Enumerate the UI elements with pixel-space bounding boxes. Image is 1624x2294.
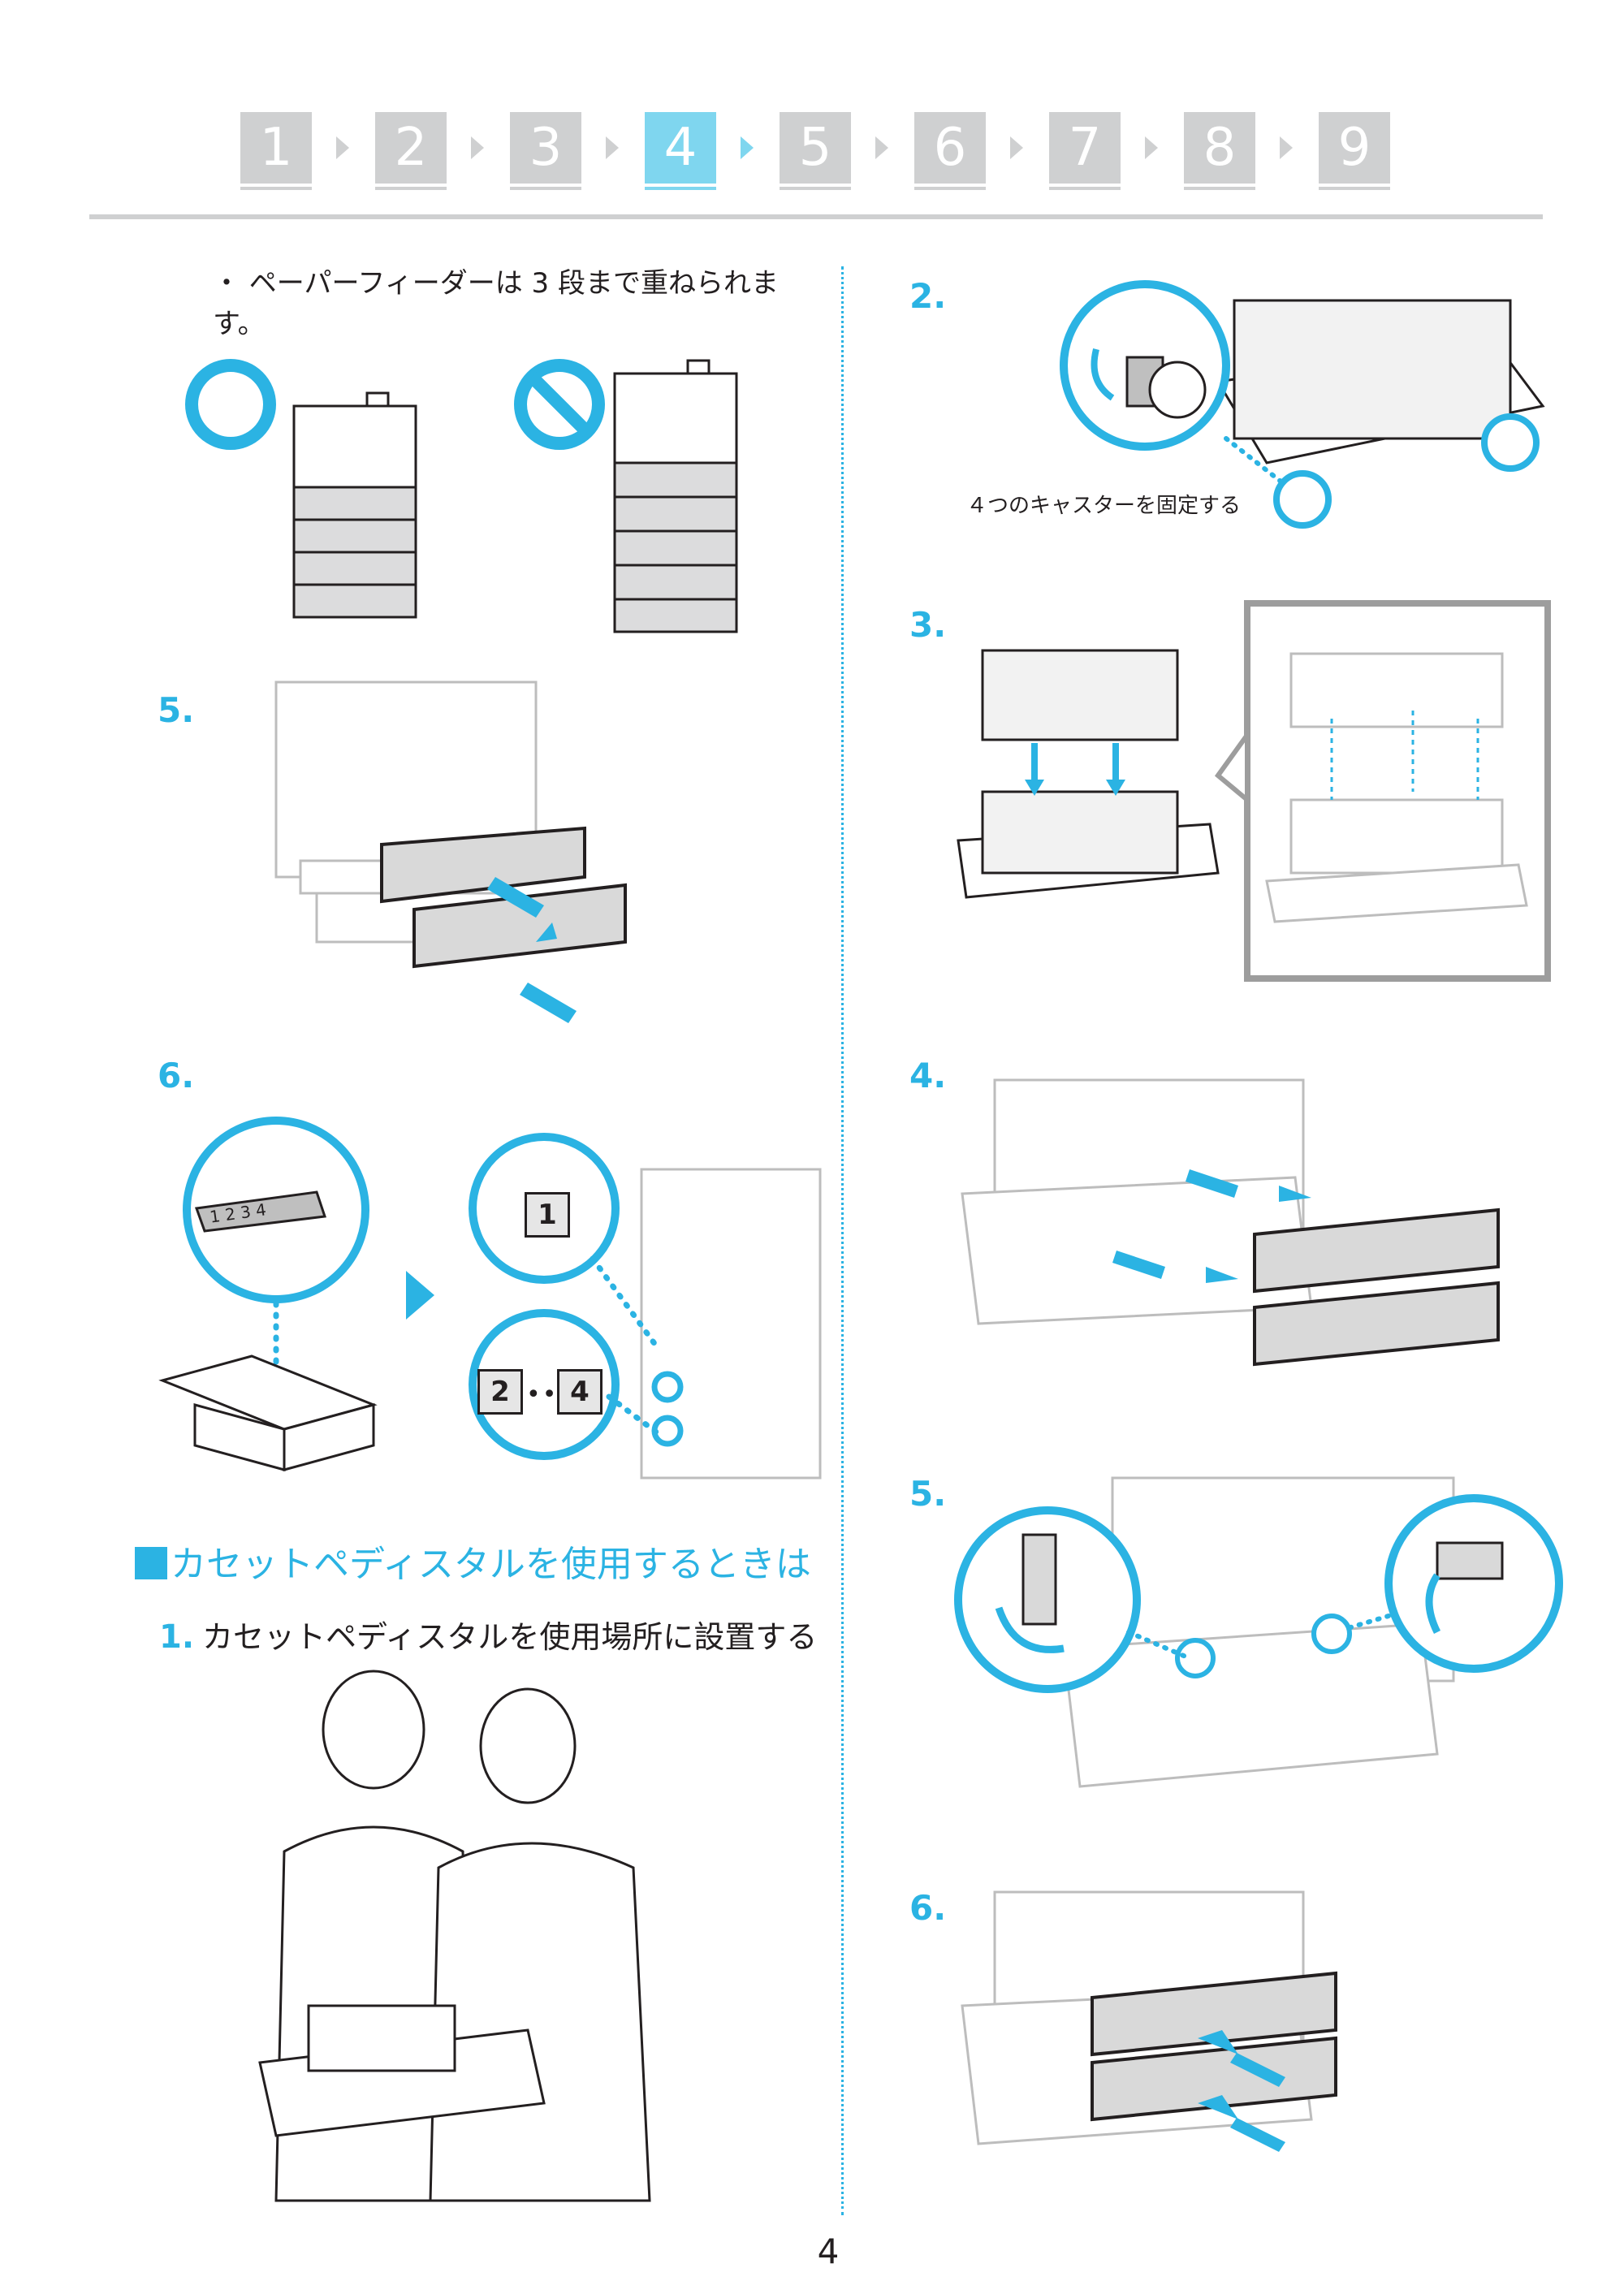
nav-arrow-icon bbox=[336, 136, 349, 159]
nav-step-6[interactable]: 6 bbox=[914, 112, 986, 190]
step-number: 5. bbox=[909, 1474, 947, 1514]
insert-drawers-illustration bbox=[274, 680, 627, 1023]
nav-step-2[interactable]: 2 bbox=[375, 112, 447, 190]
stack-feeder-illustration bbox=[957, 600, 1551, 982]
step-number: 6. bbox=[158, 1056, 195, 1095]
step-number: 2. bbox=[909, 276, 947, 316]
step-number: 4. bbox=[909, 1056, 947, 1095]
step-navigation: 1 2 3 4 5 6 7 8 9 bbox=[240, 112, 1390, 190]
stacking-note: ・ ペーパーフィーダーは 3 段まで重ねられま す。 bbox=[213, 267, 779, 340]
nav-step-4-current[interactable]: 4 bbox=[645, 112, 716, 190]
stacking-ng-illustration bbox=[514, 359, 738, 633]
substep-1: 1.カセットペディスタルを使用場所に設置する bbox=[159, 1618, 818, 1656]
lock-casters-illustration bbox=[1060, 280, 1545, 529]
nav-arrow-icon bbox=[471, 136, 484, 159]
nav-step-5[interactable]: 5 bbox=[780, 112, 851, 190]
label-1: 1 bbox=[525, 1192, 570, 1238]
lock-levers-illustration bbox=[954, 1476, 1563, 1788]
step-number: 5. bbox=[158, 690, 195, 730]
nav-arrow-icon bbox=[1280, 136, 1293, 159]
step-number: 6. bbox=[909, 1888, 947, 1928]
nav-step-3[interactable]: 3 bbox=[510, 112, 581, 190]
label-2: 2 bbox=[477, 1369, 523, 1415]
label-range-dots: •• bbox=[526, 1380, 559, 1409]
step-number: 3. bbox=[909, 605, 947, 645]
page-number: 4 bbox=[817, 2231, 840, 2271]
nav-step-8[interactable]: 8 bbox=[1184, 112, 1255, 190]
caster-caption: ４つのキャスターを固定する bbox=[966, 494, 1242, 518]
section-heading: カセットペディスタルを使用するときは bbox=[135, 1535, 811, 1587]
stacking-ok-illustration bbox=[185, 359, 417, 619]
reinsert-drawers-illustration bbox=[961, 1890, 1337, 2152]
nav-step-7[interactable]: 7 bbox=[1049, 112, 1121, 190]
column-divider bbox=[841, 266, 844, 2215]
nav-step-1[interactable]: 1 bbox=[240, 112, 312, 190]
header-rule bbox=[89, 214, 1543, 219]
nav-arrow-icon bbox=[1145, 136, 1158, 159]
nav-step-9[interactable]: 9 bbox=[1319, 112, 1390, 190]
label-4: 4 bbox=[557, 1369, 603, 1415]
heading-square-icon bbox=[135, 1547, 167, 1579]
nav-arrow-icon bbox=[875, 136, 888, 159]
carry-pedestal-illustration bbox=[258, 1670, 651, 2202]
nav-arrow-icon bbox=[1010, 136, 1023, 159]
nav-arrow-icon bbox=[606, 136, 619, 159]
nav-arrow-icon bbox=[741, 136, 754, 159]
remove-drawers-illustration bbox=[961, 1078, 1500, 1367]
label-attach-illustration bbox=[158, 1117, 822, 1480]
